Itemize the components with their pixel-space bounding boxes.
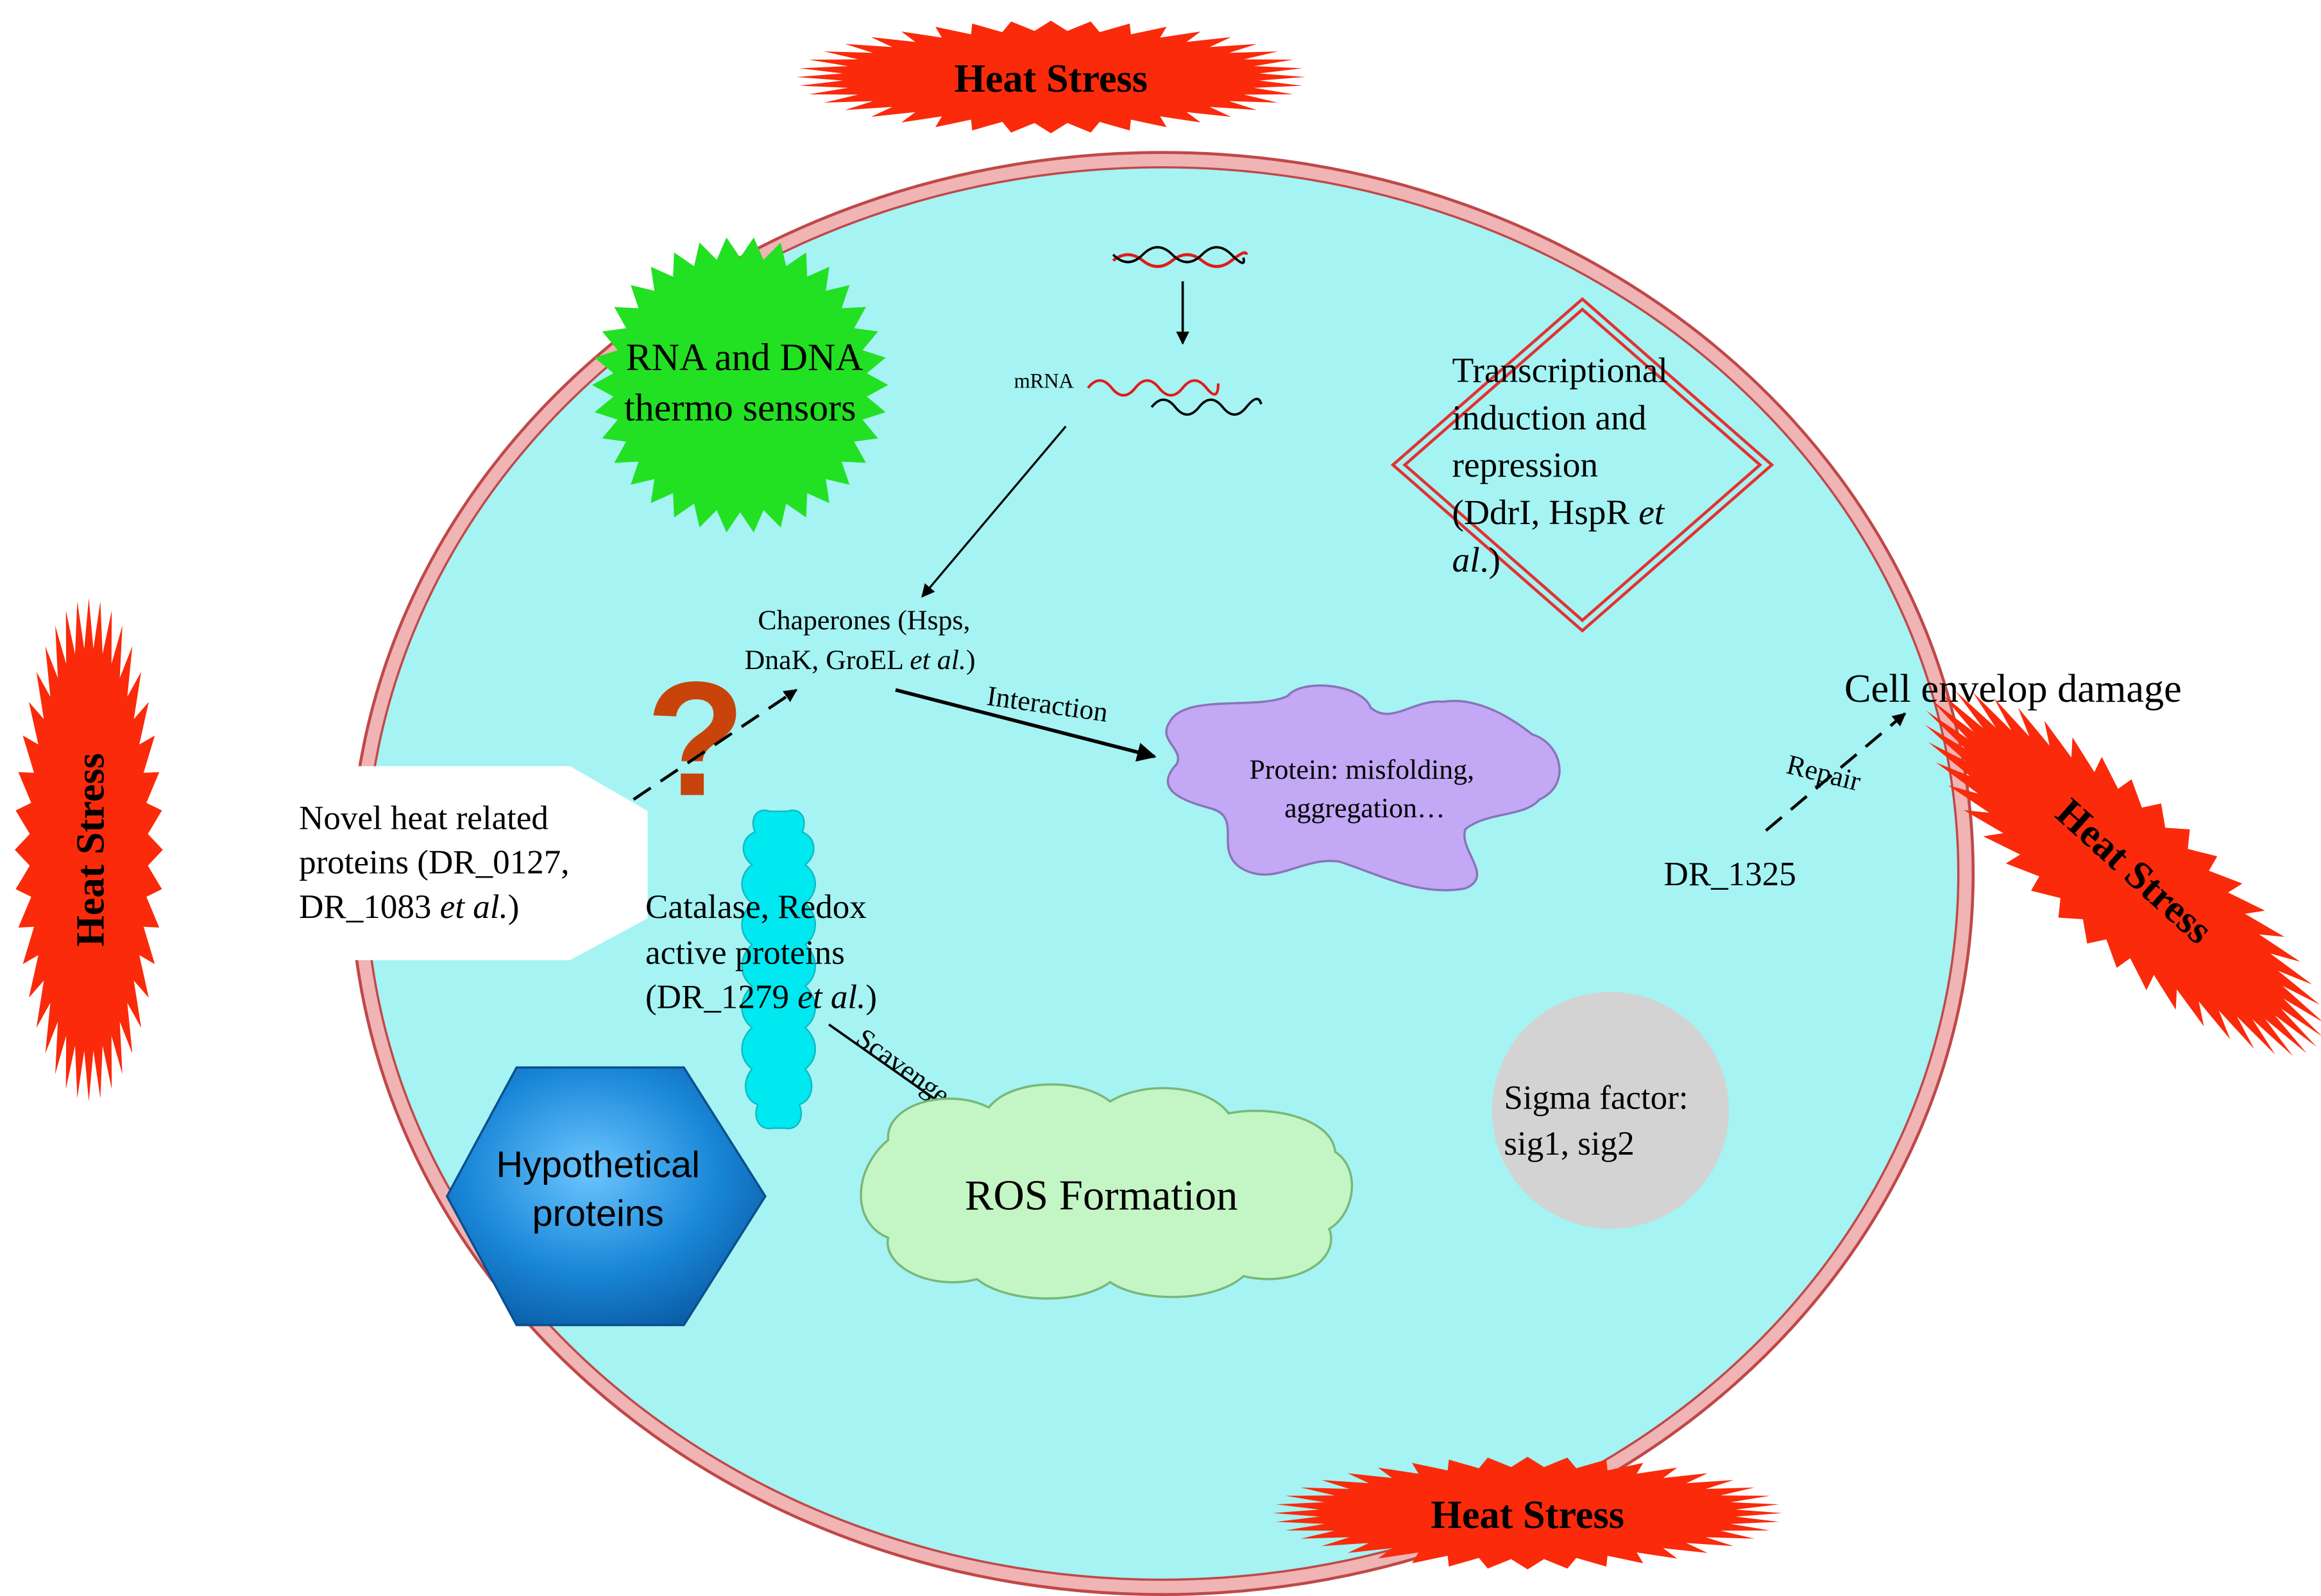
heat-stress-burst-top: Heat Stress <box>796 21 1306 133</box>
ros-label: ROS Formation <box>965 1172 1238 1219</box>
catalase-line3-em: et al. <box>797 979 865 1016</box>
transcription-regulation: Transcriptional induction and repression… <box>1390 297 1774 633</box>
heat-stress-label-top: Heat Stress <box>954 56 1148 101</box>
chaperones-line2-em: et al. <box>910 645 966 675</box>
svg-text:al.): al.) <box>1452 540 1501 579</box>
hypothetical-line1: Hypothetical <box>496 1144 699 1185</box>
catalase-redox-proteins: Catalase, Redox active proteins (DR_1279… <box>645 810 877 1130</box>
chaperones-line1: Chaperones (Hsps, <box>758 605 970 636</box>
thermo-sensors: RNA and DNA thermo sensors <box>591 237 888 532</box>
dr1325-label: DR_1325 <box>1664 856 1796 893</box>
mrna-strands: mRNA <box>1014 246 1263 416</box>
transcription-line1: Transcriptional <box>1452 350 1668 389</box>
heat-stress-burst-bottom: Heat Stress <box>1273 1457 1783 1570</box>
interaction-arrow <box>895 688 1157 762</box>
transcription-line5-em: al <box>1452 540 1480 579</box>
sigma-line2: sig1, sig2 <box>1504 1125 1634 1162</box>
cell-envelope-damage-label: Cell envelop damage <box>1844 666 2182 711</box>
catalase-line1: Catalase, Redox <box>645 888 867 926</box>
sigma-line1: Sigma factor: <box>1504 1080 1688 1117</box>
question-mark: ? <box>646 647 745 829</box>
misfolding-line1: Protein: misfolding, <box>1250 754 1475 785</box>
novel-heat-proteins: Novel heat related proteins (DR_0127, DR… <box>287 766 648 960</box>
heat-stress-label-left: Heat Stress <box>69 753 113 947</box>
novel-line3-em: et al. <box>440 888 508 926</box>
novel-to-chaperones-arrow <box>633 688 798 801</box>
svg-text:(DdrI, HspR et: (DdrI, HspR et <box>1452 493 1665 532</box>
catalase-line3-end: ) <box>865 979 877 1016</box>
thermo-sensors-line2: thermo sensors <box>624 386 856 429</box>
chaperones-line2-end: ) <box>966 645 976 675</box>
hypothetical-proteins: Hypothetical proteins <box>445 1066 767 1327</box>
transcription-line3: repression <box>1452 445 1599 484</box>
svg-text:DR_1083 et al.): DR_1083 et al.) <box>299 888 519 926</box>
misfolded-protein: Protein: misfolding, aggregation… <box>1165 684 1561 892</box>
transcription-line4: (DdrI, HspR <box>1452 493 1639 532</box>
transcription-line2: induction and <box>1452 398 1647 437</box>
svg-text:DnaK, GroEL et al.): DnaK, GroEL et al.) <box>745 645 976 675</box>
thermo-sensors-line1: RNA and DNA <box>626 336 863 378</box>
translation-arrow <box>921 425 1067 598</box>
novel-line3-end: ) <box>508 888 520 926</box>
catalase-line3: (DR_1279 <box>645 979 797 1016</box>
heat-stress-burst-left: Heat Stress <box>15 598 163 1102</box>
chaperones: Chaperones (Hsps, DnaK, GroEL et al.) <box>745 605 976 675</box>
heat-stress-label-bottom: Heat Stress <box>1431 1493 1624 1537</box>
catalase-line2: active proteins <box>645 934 845 971</box>
mrna-label: mRNA <box>1014 369 1075 393</box>
transcription-line4-em: et <box>1638 493 1665 532</box>
sigma-factor: Sigma factor: sig1, sig2 <box>1492 992 1730 1229</box>
novel-line2: proteins (DR_0127, <box>299 844 569 881</box>
diamond-inner <box>1402 307 1763 623</box>
misfolding-line2: aggregation… <box>1284 793 1445 824</box>
transcription-line5: .) <box>1480 540 1501 579</box>
diamond-outer <box>1390 297 1774 633</box>
heat-stress-burst-right: Heat Stress <box>1925 691 2321 1057</box>
ros-formation: ROS Formation <box>860 1083 1354 1300</box>
novel-line1: Novel heat related <box>299 799 548 836</box>
novel-line3: DR_1083 <box>299 888 440 926</box>
svg-text:(DR_1279 et al.): (DR_1279 et al.) <box>645 979 877 1016</box>
hypothetical-line2: proteins <box>532 1193 664 1234</box>
svg-text:Transcriptional inductio: Transcriptional induction and repression <box>1452 350 1677 484</box>
chaperones-line2: DnaK, GroEL <box>745 645 910 675</box>
